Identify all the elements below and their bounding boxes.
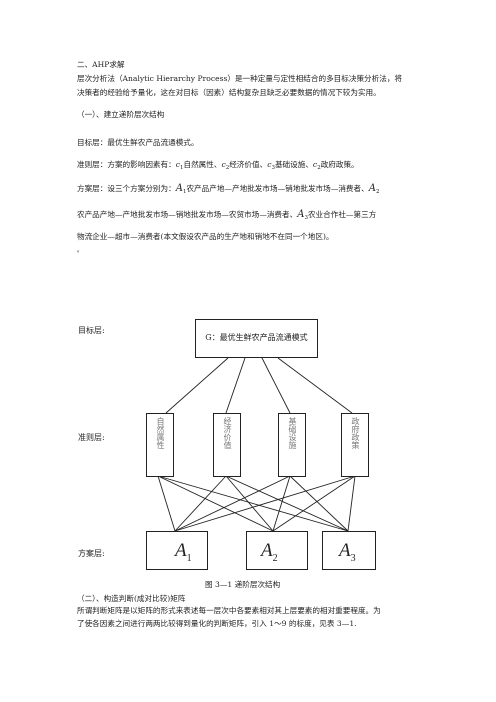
criterion-4-text: 政府政策 [351, 417, 360, 449]
criterion-box-1: 自然属性 [146, 413, 174, 477]
criterion-box-2: 经济价值 [213, 413, 241, 477]
intro-line-1: 层次分析法（Analytic Hierarchy Process）是一种定量与定… [77, 74, 403, 83]
criterion-2-text: 经济价值 [223, 417, 232, 449]
scheme-line-1: 方案层：设三个方案分别为：A1农产品产地—产地批发市场—销地批发市场—消费者、A… [77, 183, 380, 196]
criterion-box-3: 基础设施 [278, 413, 306, 477]
scheme-2-label: A2 [261, 540, 278, 564]
scheme-level-label: 方案层: [78, 549, 105, 558]
intro-line-2: 决策者的经验给予量化，这在对目标（因素）结构复杂且缺乏必要数据的情况下较为实用。 [77, 88, 381, 97]
goal-box-text: G：最优生鲜农产品流通模式 [205, 333, 308, 342]
line-goal-c3 [261, 357, 291, 414]
goal-line: 目标层：最优生鲜农产品流通模式。 [77, 138, 199, 147]
final-line-2: 了使各因素之间进行两两比较得到量化的判断矩阵，引入 1～9 的标度，见表 3—1… [77, 619, 357, 628]
criterion-1-text: 自然属性 [156, 417, 165, 449]
scheme-3-label: A3 [339, 540, 356, 564]
goal-level-label: 目标层: [78, 326, 105, 335]
scheme-line-3: 物流企业—超市—消费者(本文假设农产品的生产地和销地不在同一个地区)。 [77, 232, 334, 241]
goal-box: G：最优生鲜农产品流通模式 [195, 319, 318, 358]
scheme-line-2: 农产品产地—产地批发市场—销地批发市场—农贸市场—消费者、A3农业合作社—第三方 [77, 209, 377, 222]
final-line-1: 所谓判断矩阵是以矩阵的形式来表述每一层次中各要素相对其上层要素的相对重要程度。为 [77, 606, 381, 615]
line-goal-c1 [165, 357, 229, 414]
criterion-3-text: 基础设施 [288, 417, 297, 449]
scheme-box-3: A3 [322, 531, 376, 570]
line-goal-c2 [225, 357, 246, 414]
line-goal-c4 [277, 357, 353, 414]
scheme-box-1: A1 [146, 531, 208, 570]
subsection-1-title: （一）、建立递阶层次结构 [77, 110, 165, 119]
figure-caption: 图 3—1 递阶层次结构 [205, 580, 281, 589]
criteria-level-label: 准则层: [78, 433, 105, 442]
criterion-box-4: 政府政策 [341, 413, 369, 477]
subsection-2-title: （二）、构造判断(成对比较)矩阵 [77, 594, 186, 603]
stray-dot: 。 [77, 247, 84, 254]
scheme-box-2: A2 [246, 531, 308, 570]
scheme-1-label: A1 [175, 540, 192, 564]
criteria-line: 准则层：方案的影响因素有：c1自然属性、c2经济价值、c3基础设施、c2政府政策… [77, 160, 359, 171]
criteria-prefix: 准则层：方案的影响因素有： [77, 160, 176, 169]
section-title: 二、AHP求解 [77, 60, 125, 69]
